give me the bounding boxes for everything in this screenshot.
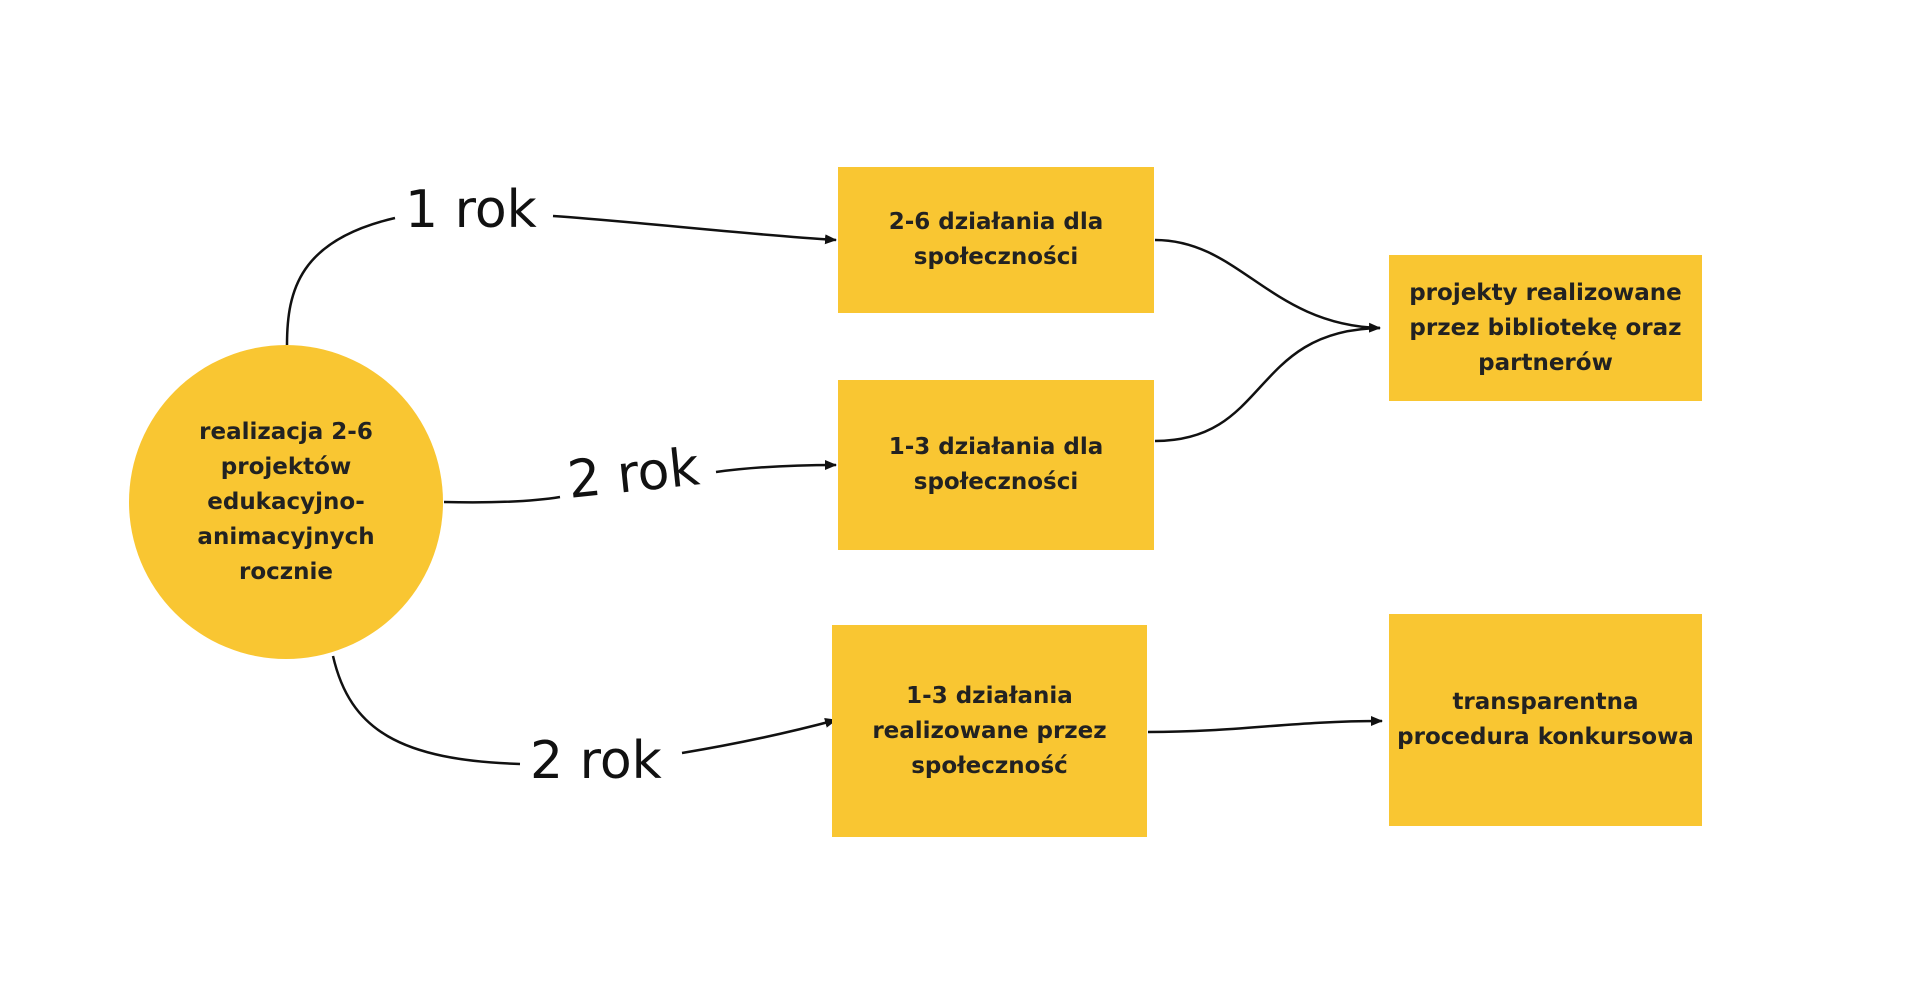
- connector-source-to-year1-label: [285, 216, 396, 346]
- box-a-node: 2-6 działania dla społeczności: [838, 167, 1154, 313]
- connector-source-to-year2-middle-label: [443, 495, 561, 504]
- edge-label-year-2-bottom: 2 rok: [530, 731, 662, 791]
- arrow-to-box-c: [681, 718, 837, 755]
- source-circle-node: realizacja 2-6 projektów edukacyjno- ani…: [129, 345, 443, 659]
- box-c-node: 1-3 działania realizowane przez społeczn…: [832, 625, 1147, 837]
- contest-result-label: transparentna procedura konkursowa: [1397, 689, 1694, 750]
- connector-source-to-year2-bottom-label: [331, 655, 521, 766]
- library-result-label: projekty realizowane przez bibliotekę or…: [1409, 279, 1682, 376]
- box-b-label: 1-3 działania dla społeczności: [888, 434, 1104, 495]
- edge-label-year-1: 1 rok: [405, 180, 537, 240]
- library-result-node: projekty realizowane przez bibliotekę or…: [1389, 255, 1702, 401]
- arrow-box-a-to-library: [1154, 238, 1381, 333]
- source-node-label: realizacja 2-6 projektów edukacyjno- ani…: [197, 418, 375, 585]
- arrow-box-b-to-library: [1154, 326, 1381, 443]
- box-c-label: 1-3 działania realizowane przez społeczn…: [872, 682, 1107, 779]
- arrow-box-c-to-contest: [1147, 716, 1383, 734]
- box-a-label: 2-6 działania dla społeczności: [888, 209, 1104, 270]
- contest-result-node: transparentna procedura konkursowa: [1389, 614, 1702, 826]
- arrow-to-box-b: [715, 460, 837, 474]
- box-b-node: 1-3 działania dla społeczności: [838, 380, 1154, 550]
- arrow-to-box-a: [552, 214, 837, 245]
